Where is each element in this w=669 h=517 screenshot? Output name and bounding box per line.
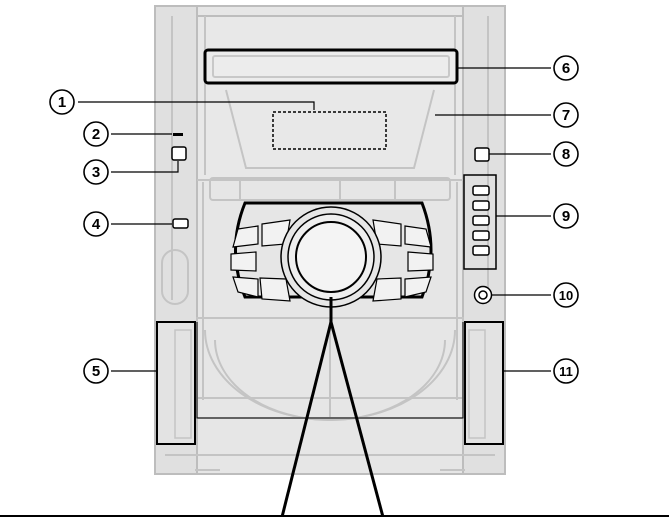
side-button [472, 185, 490, 196]
callout-circle [553, 55, 579, 81]
callout-circle [553, 141, 579, 167]
right-button-cluster [372, 219, 434, 302]
side-button [472, 200, 490, 211]
disc-slot-inner [212, 55, 450, 78]
callout-circle [49, 89, 75, 115]
upper-panel [196, 15, 464, 181]
leader-line-3 [111, 161, 179, 173]
disc-slot [203, 48, 459, 85]
tray-frame [196, 322, 464, 419]
callout-circle [553, 102, 579, 128]
standby-indicator [173, 133, 183, 136]
callout-badges [49, 55, 579, 384]
callout-circle [553, 282, 579, 308]
side-button [472, 230, 490, 241]
leader-lines [78, 67, 551, 372]
callout-label-2: 2 [92, 126, 100, 143]
leader-line-1 [78, 101, 315, 110]
power-button [171, 146, 187, 161]
callout-circle [83, 211, 109, 237]
phones-jack-inner [478, 290, 488, 300]
callout-label-4: 4 [92, 216, 101, 233]
callout-label-8: 8 [562, 146, 570, 163]
callout-circle [83, 159, 109, 185]
eject-button [474, 147, 490, 162]
cluster-button [232, 225, 259, 248]
display-window [272, 111, 387, 150]
cluster-button [230, 251, 257, 272]
left-oval-port [161, 249, 189, 305]
callout-circle [553, 203, 579, 229]
cluster-button [407, 251, 434, 272]
callout-label-1: 1 [58, 94, 66, 111]
cluster-button [372, 277, 402, 302]
callout-label-5: 5 [92, 363, 100, 380]
callout-label-6: 6 [562, 60, 570, 77]
side-button [472, 245, 490, 256]
right-speaker-foot-inner [468, 329, 486, 439]
left-button-cluster [230, 219, 291, 302]
left-speaker-foot-inner [174, 329, 192, 439]
cluster-button [404, 276, 432, 298]
callout-label-11: 11 [559, 364, 573, 379]
callout-label-3: 3 [92, 164, 100, 181]
callout-label-10: 10 [559, 288, 573, 303]
callout-label-9: 9 [562, 208, 570, 225]
right-speaker-foot [464, 321, 504, 445]
callout-circle [83, 121, 109, 147]
callout-circle [83, 358, 109, 384]
side-buttons [472, 185, 490, 256]
control-panel [230, 201, 434, 308]
enlargement-lines [280, 297, 385, 517]
callout-circle [553, 358, 579, 384]
cluster-button [232, 276, 259, 298]
volume-dial[interactable] [295, 221, 367, 293]
callout-label-7: 7 [562, 107, 570, 124]
callout-labels: 1 2 3 4 5 6 7 8 9 10 11 [58, 60, 573, 380]
cluster-button [259, 277, 291, 302]
button-column-frame [463, 174, 497, 270]
side-button [472, 215, 490, 226]
cluster-button [404, 225, 432, 248]
left-speaker-foot [156, 321, 196, 445]
remote-sensor [172, 218, 189, 229]
